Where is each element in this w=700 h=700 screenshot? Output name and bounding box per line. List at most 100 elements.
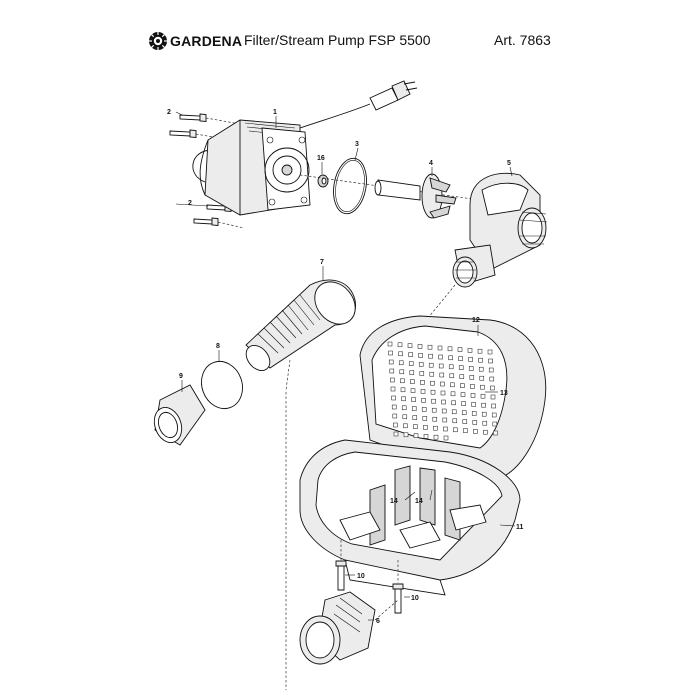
lid-perforation [420, 380, 425, 385]
lid-perforation [421, 407, 427, 412]
lid-perforation [493, 430, 498, 436]
lid-perforation [483, 429, 488, 435]
lid-perforation [427, 344, 433, 350]
gardena-logo-icon [149, 32, 167, 50]
callout-16: 16 [317, 155, 325, 162]
lid-perforation [488, 367, 494, 373]
spiral-hose [245, 279, 356, 371]
lid-perforation [418, 362, 424, 367]
lid-perforation [413, 424, 418, 429]
brand-name: GARDENA [170, 33, 243, 49]
lid-perforation [442, 417, 448, 423]
lid-perforation [489, 376, 495, 382]
seal-ring [333, 157, 367, 215]
lid-perforation [481, 402, 486, 408]
lid-perforation [491, 403, 496, 409]
lid-perforation [430, 380, 435, 386]
lid-perforation [389, 368, 395, 374]
lid-perforation [461, 410, 467, 415]
base-screw-right [392, 560, 404, 614]
lid-perforation [413, 433, 419, 438]
lid-perforation [468, 366, 474, 371]
lid-perforation [392, 413, 398, 419]
lid-perforation [419, 371, 425, 376]
lid-perforation [410, 388, 416, 393]
callout-5: 5 [507, 160, 511, 167]
lid-perforation [438, 354, 443, 360]
lid-perforation [411, 406, 417, 411]
lid-perforation [388, 359, 394, 365]
lid-perforation [453, 427, 458, 433]
lid-perforation [458, 356, 463, 361]
lid-perforation [401, 396, 406, 402]
lid-perforation [391, 404, 397, 410]
lid-perforation [432, 416, 438, 422]
lid-perforation [447, 346, 453, 352]
lid-perforation [439, 372, 445, 378]
lid-perforation [472, 420, 478, 425]
lid-perforation [428, 353, 433, 359]
lid-perforation [393, 431, 399, 437]
lid-perforation [491, 412, 497, 418]
lid-perforation [490, 394, 496, 400]
lid-perforation [452, 418, 458, 424]
lid-perforation [390, 386, 396, 392]
lid-perforation [477, 348, 483, 354]
lid-perforation [400, 387, 406, 393]
lid-perforation [410, 379, 415, 384]
lid-perforation [411, 397, 416, 402]
callout-2-top: 2 [167, 109, 171, 116]
lid-perforation [397, 342, 403, 348]
lid-perforation [450, 391, 456, 397]
lid-perforation [492, 421, 498, 427]
leader-lines [175, 111, 516, 621]
callout-3: 3 [355, 141, 359, 148]
lid-perforation [490, 385, 495, 391]
lid-perforation [479, 375, 485, 381]
lid-perforation [441, 399, 446, 405]
lid-perforation [471, 402, 476, 407]
lid-perforation [463, 428, 468, 433]
motor-unit [192, 80, 418, 216]
lid-perforation [423, 425, 428, 430]
lid-perforation [487, 349, 493, 355]
impeller [374, 173, 457, 219]
screw-bottom-lower [193, 217, 245, 229]
lid-perforation [398, 351, 403, 357]
lid-perforation [393, 422, 398, 428]
callout-14-right: 14 [415, 498, 423, 505]
callout-1: 1 [273, 109, 277, 116]
callout-13: 13 [500, 390, 508, 397]
lid-perforation [438, 363, 444, 369]
lid-perforation [488, 358, 493, 364]
lid-perforation [421, 398, 426, 403]
lid-perforation [481, 411, 487, 417]
product-title: Filter/Stream Pump FSP 5500 [244, 32, 431, 48]
lid-perforation [448, 364, 454, 370]
callout-10-right: 10 [411, 595, 419, 602]
outlet-connector [299, 591, 376, 665]
lid-perforation [470, 393, 476, 398]
lid-perforation [459, 374, 465, 379]
brand-logo: GARDENA [148, 31, 242, 51]
lid-perforation [388, 350, 393, 356]
filter-base [299, 439, 521, 596]
small-ring [317, 174, 329, 188]
page-header: GARDENA Filter/Stream Pump FSP 5500 Art.… [0, 0, 700, 70]
lid-perforation [460, 383, 465, 388]
lid-perforation [433, 434, 439, 440]
lid-perforation [390, 377, 395, 383]
lid-perforation [441, 408, 447, 414]
callout-14-left: 14 [390, 498, 398, 505]
lid-perforation [461, 401, 466, 406]
callout-2-bottom: 2 [188, 200, 192, 207]
filter-lid [359, 315, 547, 479]
callout-4: 4 [429, 160, 433, 167]
callout-7: 7 [320, 259, 324, 266]
lid-perforation [400, 378, 405, 384]
lid-perforation [440, 390, 446, 396]
lid-perforation [423, 434, 429, 439]
lid-perforation [430, 389, 436, 395]
callout-10-left: 10 [357, 573, 365, 580]
